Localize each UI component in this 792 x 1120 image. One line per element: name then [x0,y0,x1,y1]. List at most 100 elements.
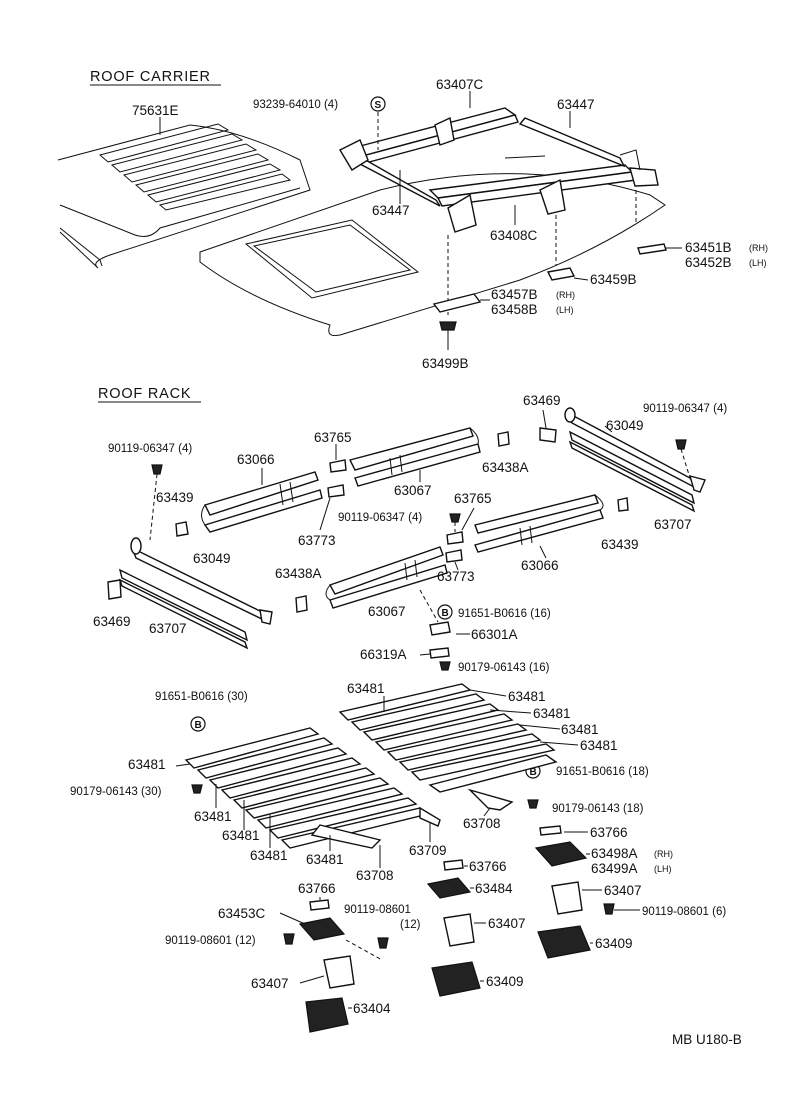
roof-rack-section: ROOF RACK [93,386,727,674]
label-63707-right: 63707 [654,517,692,532]
label-90179-06143-16: 90179-06143 (16) [458,662,550,674]
label-63457b-side: (RH) [556,290,575,300]
endcap-63469-left-shape [107,579,122,600]
diagram-code: MB U180-B [672,1032,742,1047]
base-63404-shape [305,997,349,1033]
roof-panel-right [199,155,666,336]
label-63447-right: 63447 [557,97,595,112]
mount-63407-left-shape [323,955,355,989]
label-63498a: 63498A [591,846,638,861]
section-title-roof-rack: ROOF RACK [98,386,191,402]
slats-left-group [184,727,441,849]
label-63481-j: 63481 [306,852,344,867]
label-63708-left: 63708 [356,868,394,883]
label-63766-mid: 63766 [469,859,507,874]
endcap-63469-right-shape [539,427,557,443]
bolt-90119-06347-mid-shape [449,513,461,523]
label-63438a-lower: 63438A [275,566,322,581]
label-63408c: 63408C [490,228,538,243]
roof-carrier-frame [339,107,659,233]
roof-rack-slats-section: B B [70,681,726,1033]
label-63765-upper: 63765 [314,430,352,445]
label-66301a: 66301A [471,627,518,642]
label-90119-08601-6: 90119-08601 (6) [642,906,726,918]
label-63452b: 63452B [685,255,732,270]
label-63499b: 63499B [422,356,469,371]
label-63409-mid: 63409 [486,974,524,989]
roof-carrier-section: ROOF CARRIER [57,69,768,371]
bracket-63453c-shape [298,917,346,941]
svg-text:B: B [195,720,202,731]
label-63766-left: 63766 [298,881,336,896]
label-63481-d: 63481 [561,722,599,737]
foot-63409-right-shape [537,925,591,959]
slats-right-group [338,683,558,811]
side-rail-63067-upper [348,427,481,487]
bracket-66301a-shape [429,621,451,636]
end-63438a-lower-shape [295,595,308,613]
label-63499a: 63499A [591,861,638,876]
label-93239-64010: 93239-64010 (4) [253,99,338,111]
crossbar-63049-left [118,537,273,650]
side-rail-63066-left [201,471,323,533]
label-75631e: 75631E [132,103,179,118]
label-63481-g: 63481 [194,809,232,824]
label-63481-b: 63481 [508,689,546,704]
label-63773-upper: 63773 [298,533,336,548]
mount-63407-mid-shape [443,913,475,947]
pad-63773-lower-shape [445,549,463,563]
roof-panel-left [57,123,311,269]
label-63447-left: 63447 [372,203,410,218]
plate-66319a-shape [429,647,450,659]
label-90119-08601-mid: 90119-08601 [344,904,411,916]
bolt-90119-08601-6-shape [603,903,615,915]
carrier-leader-lines [159,91,682,301]
label-63766-right: 63766 [590,825,628,840]
symbol-b-icon: B [190,716,206,732]
label-63439-left: 63439 [156,490,194,505]
label-63067-lower: 63067 [368,604,406,619]
rack-leader-lines [261,409,613,656]
label-63066-right: 63066 [521,558,559,573]
bracket-63484-shape [426,877,472,899]
label-63407-left: 63407 [251,976,289,991]
foot-63409-mid-shape [431,961,481,997]
section-title-roof-carrier: ROOF CARRIER [90,69,211,85]
bolt-90119-06347-right-shape [675,439,687,450]
label-63707-left: 63707 [149,621,187,636]
pad-63766-right-shape [539,825,562,836]
label-63708-right: 63708 [463,816,501,831]
screw-90179-06143-18-shape [527,799,539,809]
label-63451b-side: (RH) [749,243,768,253]
pad-63765-upper-shape [329,459,347,473]
bolt-90119-06347-left-shape [151,464,163,475]
pad-63459b-shape [546,267,576,281]
label-90119-08601-12: 90119-08601 (12) [165,935,256,947]
label-63481-h: 63481 [222,828,260,843]
svg-text:S: S [375,100,382,111]
endcap-63439-left-shape [175,521,189,537]
label-63453c: 63453C [218,906,266,921]
side-rail-63066-right [474,494,604,553]
side-rail-63067-lower [325,546,448,609]
bolt-90119-08601-mid-shape [377,937,389,949]
label-63484: 63484 [475,881,513,896]
guide-dash [345,939,383,961]
label-90119-06347-left: 90119-06347 (4) [108,443,192,455]
label-90179-06143-30: 90179-06143 (30) [70,786,162,798]
crossbar-63049-right [564,407,706,513]
label-63481-i: 63481 [250,848,288,863]
roof-drip-rails [98,123,292,211]
label-63481-c: 63481 [533,706,571,721]
label-90179-06143-18: 90179-06143 (18) [552,803,644,815]
clip-63499b-shape [439,321,457,350]
label-91651-b0616-30: 91651-B0616 (30) [155,691,248,703]
rack-dashed-guides [149,448,691,623]
label-63407-mid: 63407 [488,916,526,931]
label-63481-f: 63481 [128,757,166,772]
screw-90179-06143-30-shape [191,784,203,794]
label-63407c: 63407C [436,77,484,92]
label-63451b: 63451B [685,240,732,255]
bolt-90119-08601-12-shape [283,933,295,945]
